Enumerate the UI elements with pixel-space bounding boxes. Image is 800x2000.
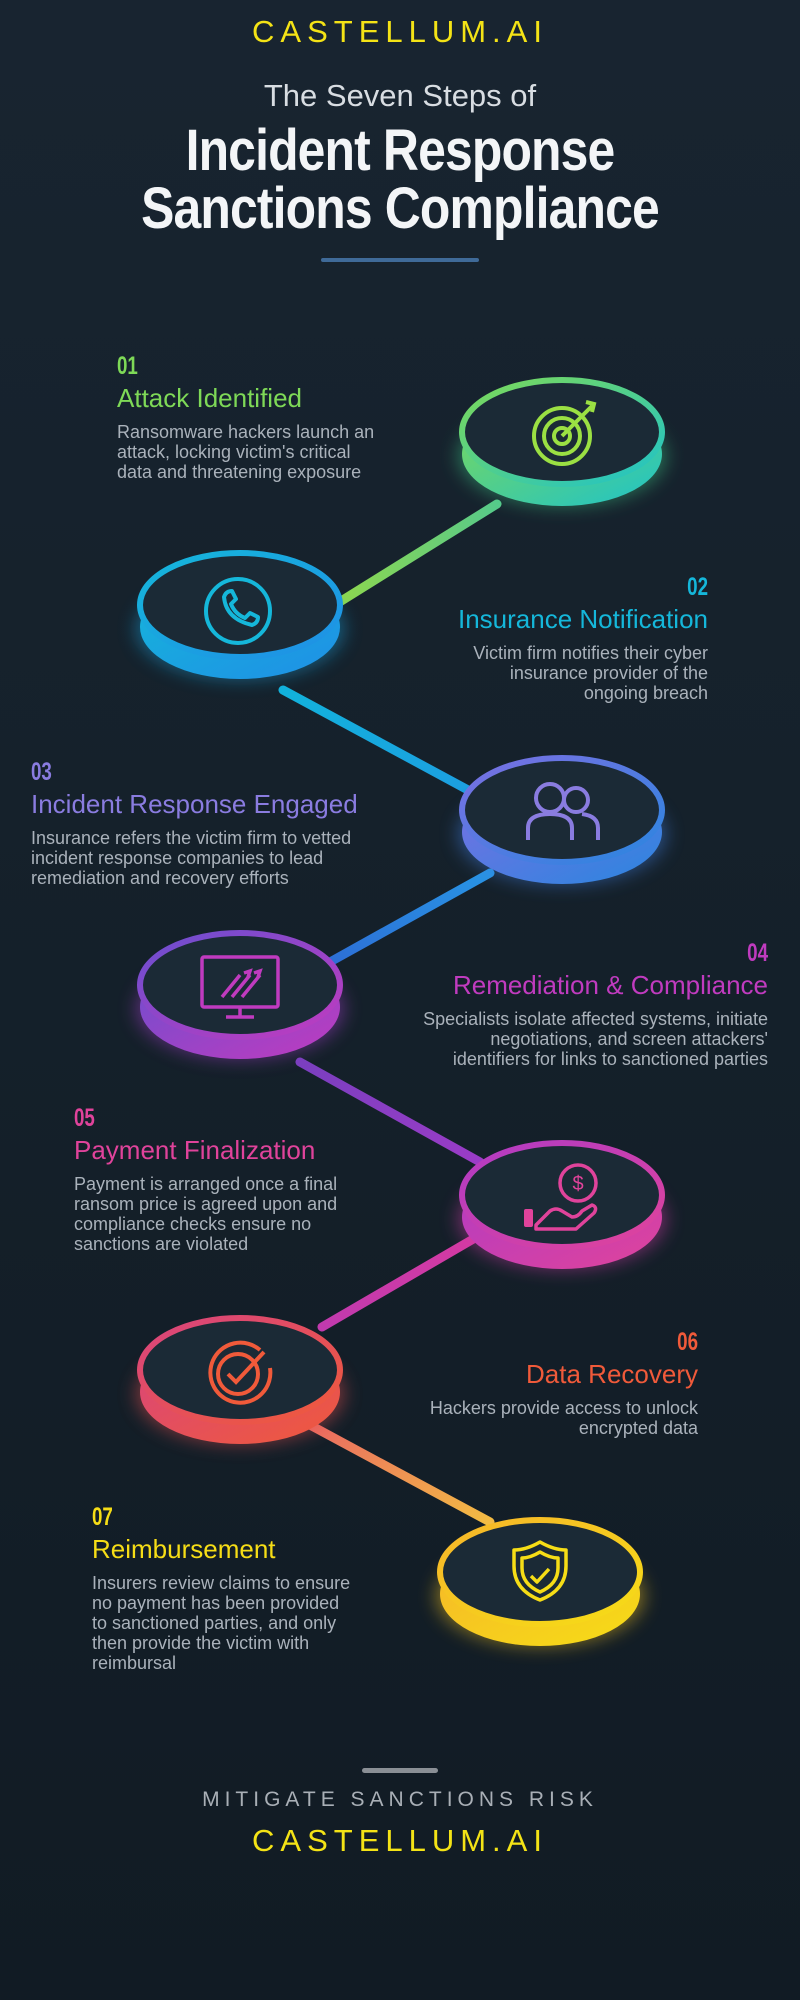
step-3: 03 Incident Response Engaged Insurance r…: [31, 758, 451, 888]
title-line-1: Incident Response: [185, 118, 616, 183]
subtitle: The Seven Steps of: [263, 78, 537, 113]
desc-line: Specialists isolate affected systems, in…: [423, 1009, 768, 1029]
hand-dollar-icon: $: [524, 1163, 598, 1231]
step-1: 01 Attack Identified Ransomware hackers …: [117, 352, 457, 482]
step-disc-4: [136, 930, 344, 1059]
connector-4-5: [295, 1057, 485, 1167]
tagline: MITIGATE SANCTIONS RISK: [202, 1788, 598, 1811]
people-icon: [526, 782, 600, 840]
step-disc-2: [136, 550, 344, 679]
step-number: 01: [117, 352, 138, 380]
step-disc-1: [458, 377, 666, 506]
desc-line: attack, locking victim's critical: [117, 442, 351, 462]
step-description: Payment is arranged once a final ransom …: [74, 1174, 414, 1254]
desc-line: no payment has been provided: [92, 1593, 340, 1613]
desc-line: negotiations, and screen attackers': [490, 1029, 768, 1049]
desc-line: Hackers provide access to unlock: [429, 1398, 698, 1418]
target-icon: [532, 400, 597, 466]
connector-6-7: [305, 1420, 495, 1527]
desc-line: ongoing breach: [583, 683, 708, 703]
step-disc-5: $: [458, 1140, 666, 1269]
step-number: 03: [31, 758, 52, 786]
desc-line: reimbursal: [92, 1653, 177, 1673]
desc-line: to sanctioned parties, and only: [92, 1613, 337, 1633]
desc-line: identifiers for links to sanctioned part…: [452, 1049, 768, 1069]
check-circle-icon: [208, 1340, 273, 1405]
brand-logo-top: CASTELLUM.AI: [252, 14, 548, 49]
title-line-2: Sanctions Compliance: [141, 176, 660, 241]
connector-2-3: [278, 685, 473, 795]
phone-icon: [204, 577, 272, 645]
desc-line: then provide the victim with: [92, 1633, 310, 1653]
step-description: Ransomware hackers launch an attack, loc…: [117, 422, 457, 482]
desc-line: Ransomware hackers launch an: [117, 422, 375, 442]
desc-line: Insurance refers the victim firm to vett…: [31, 828, 352, 848]
step-number: 04: [747, 939, 768, 967]
footer-divider: [362, 1768, 438, 1773]
step-disc-3: [458, 755, 666, 884]
step-disc-6: [136, 1315, 344, 1444]
step-number: 07: [92, 1503, 113, 1531]
shield-check-icon: [512, 1540, 568, 1602]
desc-line: sanctions are violated: [74, 1234, 249, 1254]
step-title: Incident Response Engaged: [31, 789, 358, 819]
desc-line: incident response companies to lead: [31, 848, 324, 868]
step-title: Data Recovery: [526, 1359, 698, 1389]
desc-line: compliance checks ensure no: [74, 1214, 312, 1234]
step-7: 07 Reimbursement Insurers review claims …: [92, 1503, 422, 1673]
step-title: Payment Finalization: [74, 1135, 316, 1165]
step-5: 05 Payment Finalization Payment is arran…: [74, 1104, 414, 1254]
step-disc-7: [436, 1517, 644, 1646]
svg-text:$: $: [572, 1173, 583, 1195]
step-title: Insurance Notification: [457, 604, 708, 634]
step-description: Victim firm notifies their cyber insuran…: [380, 643, 708, 703]
step-title: Remediation & Compliance: [452, 970, 768, 1000]
title-divider: [321, 258, 479, 262]
brand-logo-bottom: CASTELLUM.AI: [252, 1823, 548, 1858]
step-6: 06 Data Recovery Hackers provide access …: [368, 1328, 698, 1438]
page-title: Incident Response Sanctions Compliance: [56, 122, 744, 238]
desc-line: Payment is arranged once a final: [74, 1174, 338, 1194]
step-description: Specialists isolate affected systems, in…: [360, 1009, 768, 1069]
desc-line: remediation and recovery efforts: [31, 868, 289, 888]
step-description: Insurers review claims to ensure no paym…: [92, 1573, 422, 1673]
desc-line: Insurers review claims to ensure: [92, 1573, 351, 1593]
step-number: 06: [677, 1328, 698, 1356]
desc-line: insurance provider of the: [509, 663, 708, 683]
desc-line: data and threatening exposure: [117, 462, 362, 482]
step-2: 02 Insurance Notification Victim firm no…: [380, 573, 708, 703]
desc-line: Victim firm notifies their cyber: [473, 643, 708, 663]
step-4: 04 Remediation & Compliance Specialists …: [360, 939, 768, 1069]
desc-line: ransom price is agreed upon and: [74, 1194, 338, 1214]
step-description: Hackers provide access to unlock encrypt…: [368, 1398, 698, 1438]
monitor-growth-icon: [200, 955, 280, 1019]
connector-5-6: [317, 1233, 480, 1332]
step-title: Attack Identified: [117, 383, 302, 413]
step-number: 05: [74, 1104, 95, 1132]
step-title: Reimbursement: [92, 1534, 276, 1564]
step-description: Insurance refers the victim firm to vett…: [31, 828, 451, 888]
step-number: 02: [687, 573, 708, 601]
connector-3-4: [325, 868, 495, 967]
connector-1-2: [333, 499, 502, 608]
desc-line: encrypted data: [578, 1418, 698, 1438]
